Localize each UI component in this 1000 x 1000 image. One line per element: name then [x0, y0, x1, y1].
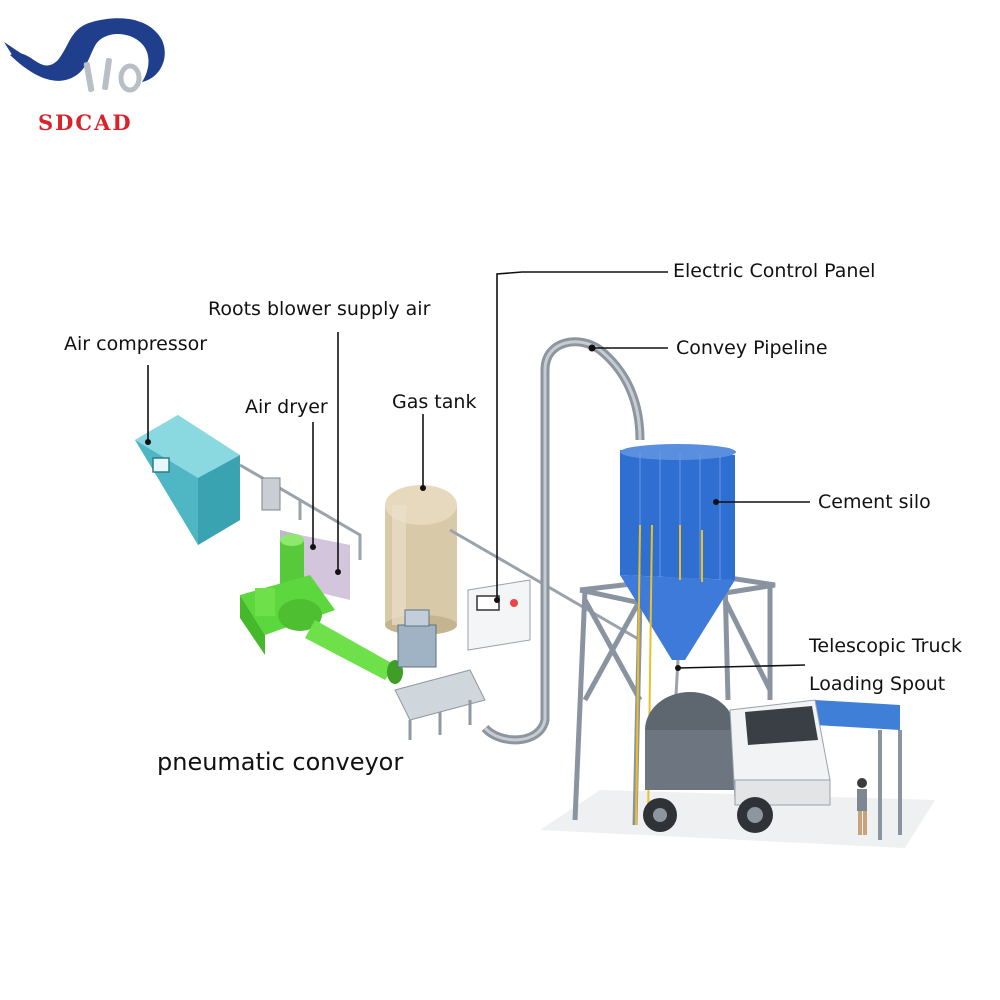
label-loading-spout: Loading Spout: [809, 673, 946, 695]
leader-electric-control-panel: [496, 271, 668, 600]
convey-pipeline: [481, 337, 645, 745]
label-electric-control-panel: Electric Control Panel: [673, 260, 876, 282]
logo-tail-icon: [4, 42, 22, 58]
filter-unit: [261, 477, 281, 511]
label-convey-pipeline: Convey Pipeline: [676, 337, 828, 359]
brand-name: SDCAD: [38, 110, 133, 135]
leader-lines: [147, 271, 810, 669]
air-compressor: [135, 415, 240, 545]
loading-shed: [815, 700, 902, 840]
electric-control-panel: [467, 579, 531, 651]
label-gas-tank: Gas tank: [392, 391, 477, 413]
gas-tank: [385, 485, 457, 635]
label-roots-blower-supply-air: Roots blower supply air: [208, 298, 431, 320]
leader-telescopic-truck: [677, 664, 806, 669]
label-air-dryer: Air dryer: [245, 396, 328, 418]
cement-silo: [620, 444, 736, 826]
roots-blower: [240, 575, 403, 684]
compressor-air-line: [239, 463, 362, 560]
feeder-station: [394, 609, 486, 740]
cement-truck: [643, 692, 831, 833]
sdcad-logo: [4, 18, 165, 93]
label-air-compressor: Air compressor: [64, 333, 208, 355]
label-telescopic-truck: Telescopic Truck: [809, 635, 962, 657]
worker-figure: [857, 778, 867, 835]
caption-pneumatic-conveyor: pneumatic conveyor: [157, 748, 404, 776]
label-cement-silo: Cement silo: [818, 491, 931, 513]
logo-wave-icon: [10, 18, 165, 82]
